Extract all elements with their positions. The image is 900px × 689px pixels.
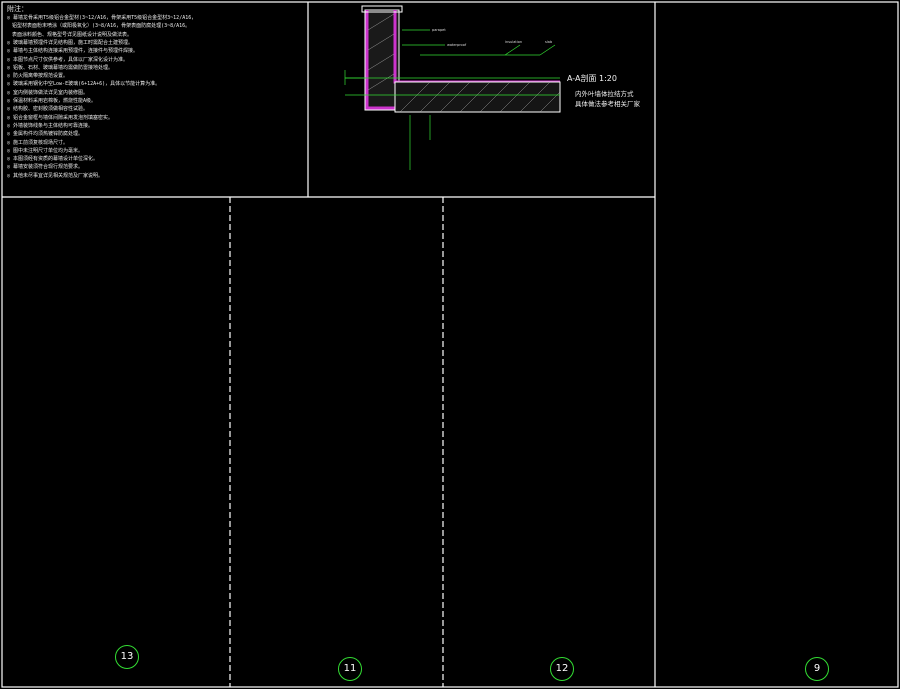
note-line: ◎ 施工前须复核现场尺寸。 <box>7 139 69 146</box>
notes-heading: 附注： <box>7 5 28 13</box>
note-line: ◎ 室内侧装饰做法详见室内装修图。 <box>7 89 89 96</box>
note-line: ◎ 幕墙龙骨采用T5级铝合金型材(3~12/A16，骨架采用T5级铝合金型材3~… <box>7 15 197 21</box>
parapet-detail: parapet waterproof insulation slab <box>344 5 561 170</box>
svg-text:insulation: insulation <box>505 40 522 44</box>
detail-9: roomceiling <box>96 0 203 19</box>
svg-text:slab: slab <box>545 40 553 44</box>
note-line: ◎ 幕墙与主体结构连接采用预埋件，连接件与预埋件焊接。 <box>7 48 139 55</box>
note-line: ◎ 铝板、石材、玻璃幕墙均需做防雷接地处理。 <box>7 64 114 71</box>
section-title: A-A剖面 1:20 <box>567 74 617 83</box>
note-line: ◎ 本图节点尺寸仅供参考，具体以厂家深化设计为准。 <box>7 56 129 63</box>
svg-text:parapet: parapet <box>432 28 446 32</box>
section-note-1: 内外叶墙体拉结方式 <box>575 90 634 98</box>
note-line: ◎ 金属构件均须热镀锌防腐处理。 <box>7 131 84 138</box>
note-line: 铝型材表面粉末喷涂（或阳极氧化）(3~8/A16，骨架表面防腐处理(3~8/A1… <box>7 23 191 30</box>
note-line: ◎ 玻璃幕墙预埋件详见结构图，施工时需配合土建预埋。 <box>7 39 134 46</box>
detail-number-12: 12 <box>550 657 574 681</box>
detail-13: roomfloor <box>0 0 87 19</box>
note-line: ◎ 本图须经有资质的幕墙设计单位深化。 <box>7 156 99 163</box>
note-line: ◎ 保温材料采用岩棉板，燃烧性能A级。 <box>7 98 97 104</box>
note-line: ◎ 铝合金窗框与墙体间隙采用发泡剂填塞密实。 <box>7 114 114 121</box>
note-line: ◎ 结构胶、密封胶须做相容性试验。 <box>7 106 89 113</box>
detail-number-9: 9 <box>805 657 829 681</box>
note-line: ◎ 图中未注明尺寸单位均为毫米。 <box>7 147 84 154</box>
detail-number-11: 11 <box>338 657 362 681</box>
section-note-2: 具体做法参考相关厂家 <box>575 100 640 108</box>
note-line: ◎ 其他未尽事宜详见相关规范及厂家说明。 <box>7 172 104 179</box>
detail-number-13: 13 <box>115 645 139 669</box>
note-line: ◎ 防火隔离带按规范设置。 <box>7 73 69 80</box>
note-line: ◎ 外墙装饰线条与主体结构可靠连接。 <box>7 122 94 129</box>
note-line: 表面涂料颜色、规格型号详见图纸设计说明及做法表。 <box>7 31 133 38</box>
svg-text:waterproof: waterproof <box>447 43 467 47</box>
note-line: ◎ 幕墙安装须符合现行规范要求。 <box>7 164 84 171</box>
note-line: ◎ 玻璃采用钢化中空Low-E玻璃(6+12A+6)，具体以节能计算为准。 <box>7 81 161 88</box>
